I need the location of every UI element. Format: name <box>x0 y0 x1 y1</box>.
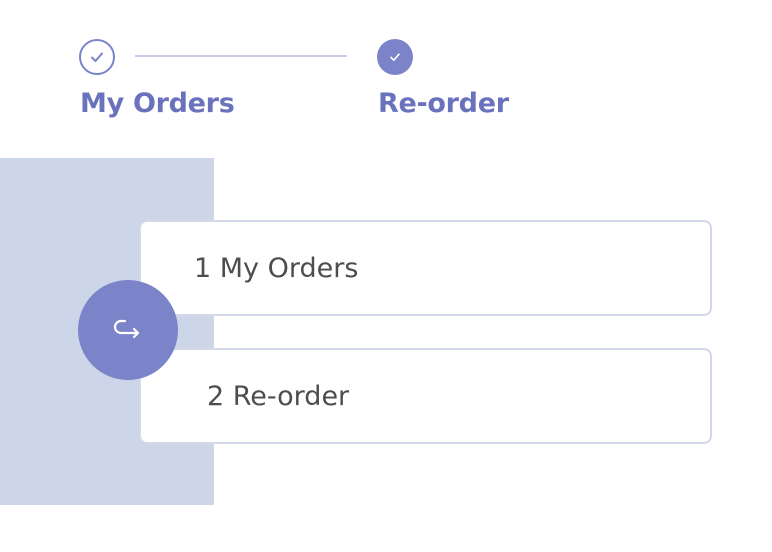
list-item-re-order[interactable]: 2 Re-order <box>139 348 712 444</box>
return-arrow-icon <box>113 319 140 339</box>
step-2-label[interactable]: Re-order <box>378 88 509 119</box>
list-item-label: 2 Re-order <box>207 380 350 412</box>
reorder-badge <box>78 280 178 380</box>
step-2-check-icon[interactable] <box>377 39 413 75</box>
list-item-label: 1 My Orders <box>194 252 359 284</box>
list-item-my-orders[interactable]: 1 My Orders <box>139 220 712 316</box>
step-1-check-icon[interactable] <box>79 39 115 75</box>
step-1-label[interactable]: My Orders <box>80 88 235 119</box>
step-connector <box>135 55 347 57</box>
